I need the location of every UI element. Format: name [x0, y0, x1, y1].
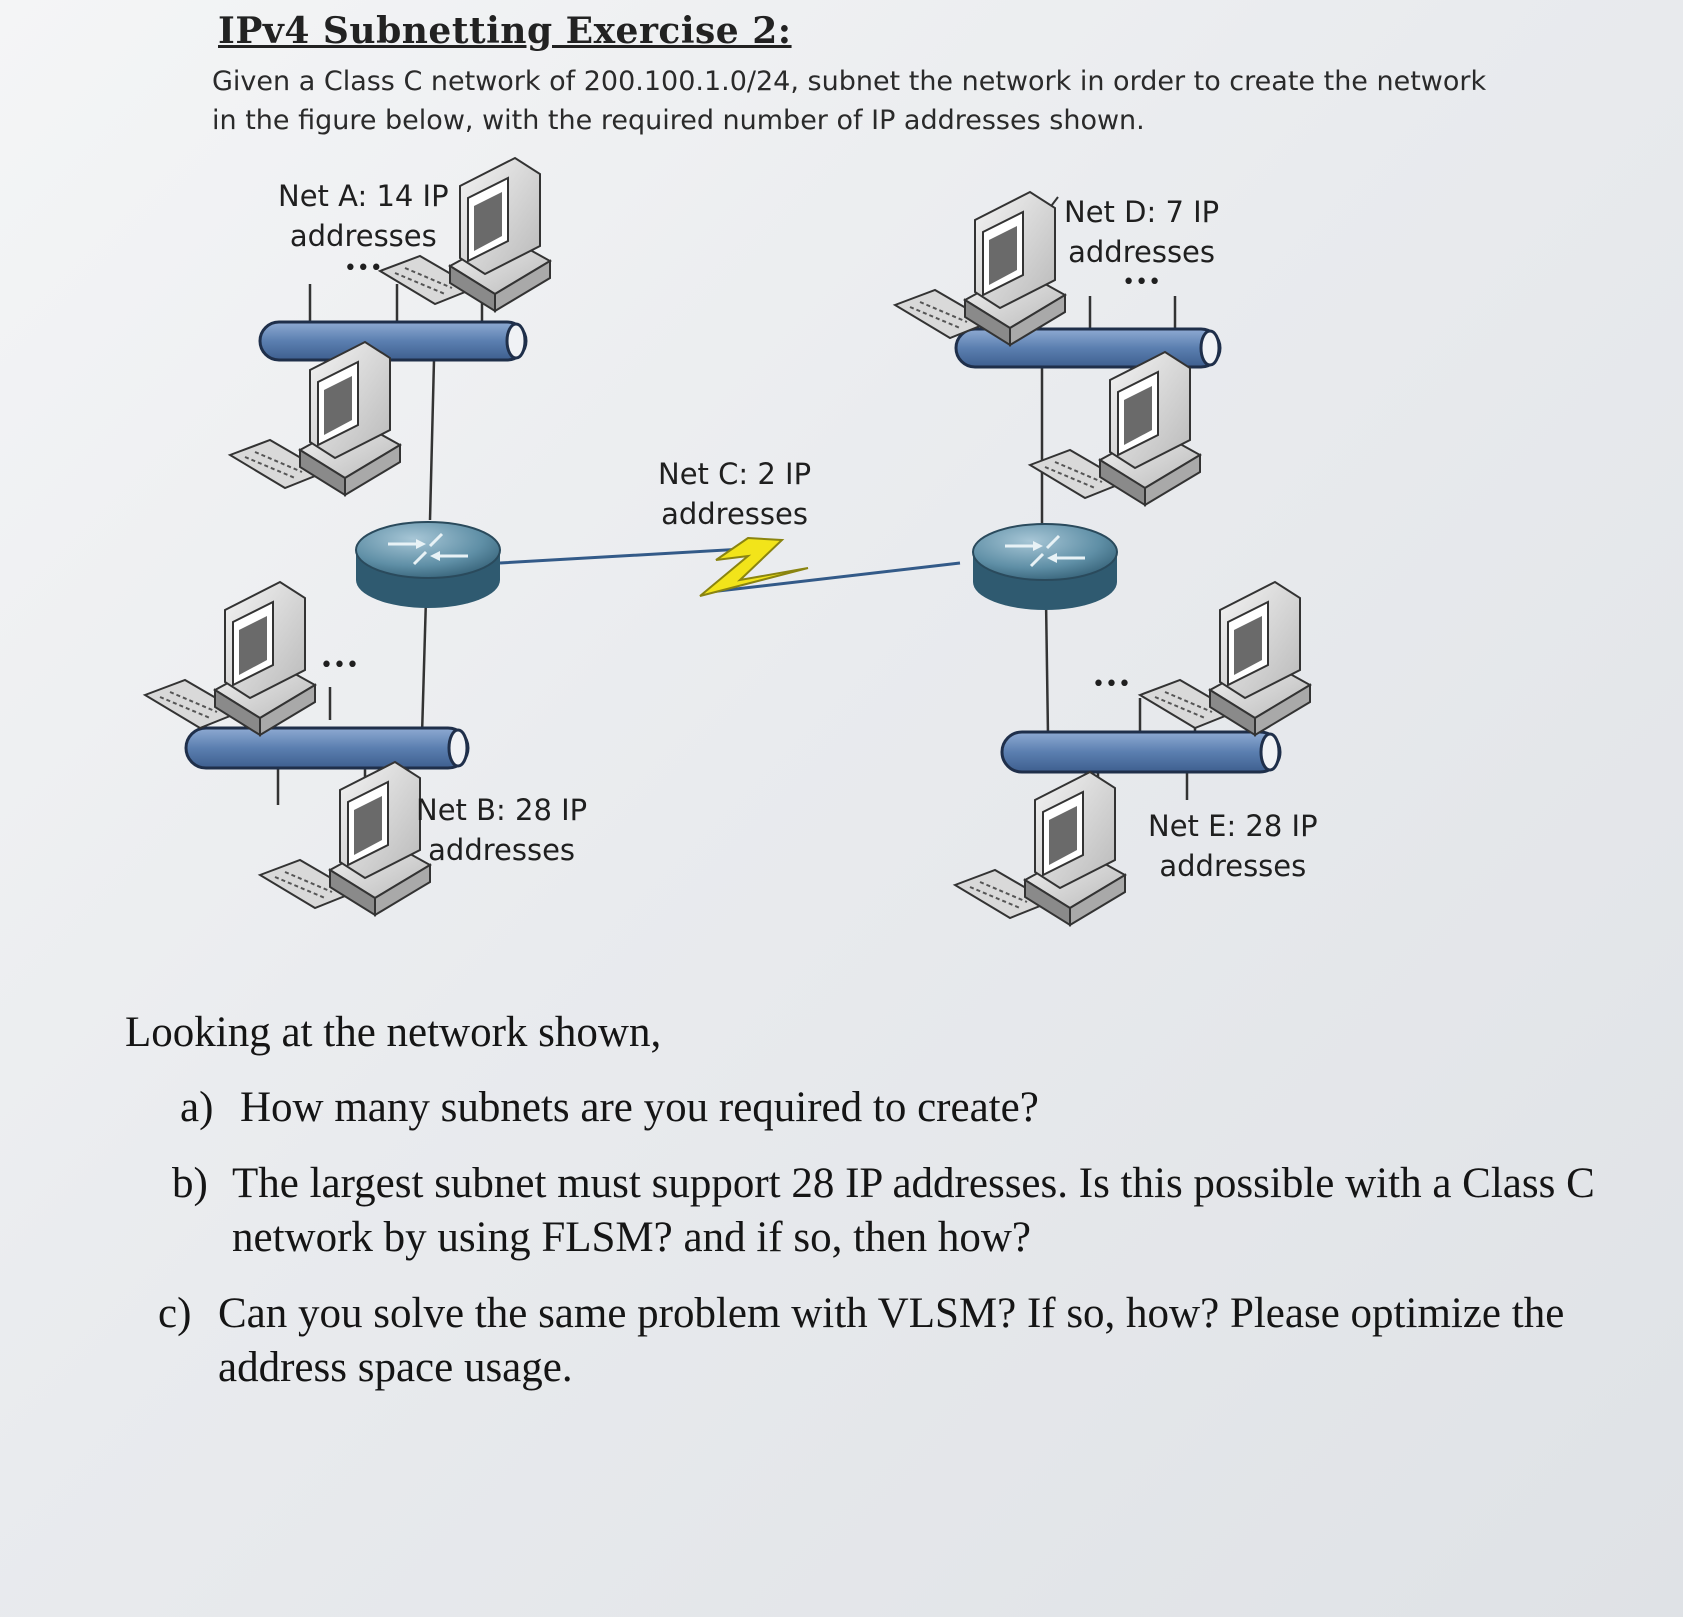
question-c-text: Can you solve the same problem with VLSM… [218, 1290, 1565, 1391]
question-a-text: How many subnets are you required to cre… [240, 1084, 1039, 1131]
net-b-label: Net B: 28 IP addresses [416, 793, 588, 867]
net-a-label: Net A: 14 IP addresses ••• [278, 179, 449, 281]
net-e-ellipsis: ••• [1092, 672, 1131, 697]
page-title: IPv4 Subnetting Exercise 2: [218, 10, 792, 52]
net-d-pc-lower-icon [1029, 351, 1201, 506]
net-d-pc-top-icon [894, 191, 1066, 346]
net-d-ellipsis: ••• [1122, 270, 1162, 295]
question-b-text: The largest subnet must support 28 IP ad… [232, 1160, 1595, 1261]
wan-lightning-icon [699, 536, 809, 597]
net-b-ellipsis: ••• [320, 653, 359, 678]
question-a-letter: a) [180, 1084, 214, 1131]
question-c: c) Can you solve the same problem with V… [125, 1287, 1605, 1395]
questions-lead: Looking at the network shown, [125, 1009, 662, 1056]
net-b-pc-left-icon [144, 581, 316, 736]
router1-downlink [420, 597, 428, 736]
net-a-bus [258, 320, 528, 362]
router1-uplink [428, 359, 436, 521]
net-b-bus [184, 726, 470, 770]
question-b-letter: b) [172, 1160, 208, 1207]
questions-section: Looking at the network shown, a) How man… [125, 1005, 1605, 1417]
router-left-icon [354, 520, 502, 610]
net-c-label: Net C: 2 IP addresses [658, 457, 812, 531]
net-e-pc-bottom-icon [954, 771, 1126, 926]
net-e-pc-right-icon [1139, 581, 1311, 736]
net-b-pc-bottom-icon [259, 761, 431, 916]
question-b: b) The largest subnet must support 28 IP… [125, 1157, 1605, 1265]
net-d-label: Net D: 7 IP addresses ••• [1064, 195, 1220, 295]
net-e-bus [1000, 730, 1282, 774]
router2-downlink [1044, 599, 1050, 736]
router-right-icon [971, 522, 1119, 612]
question-c-letter: c) [158, 1290, 192, 1337]
intro-paragraph: Given a Class C network of 200.100.1.0/2… [212, 66, 1487, 136]
net-a-ellipsis: ••• [343, 256, 383, 281]
net-a-pc-lower-icon [229, 341, 401, 496]
question-a: a) How many subnets are you required to … [125, 1081, 1605, 1135]
net-e-label: Net E: 28 IP addresses [1148, 809, 1318, 883]
